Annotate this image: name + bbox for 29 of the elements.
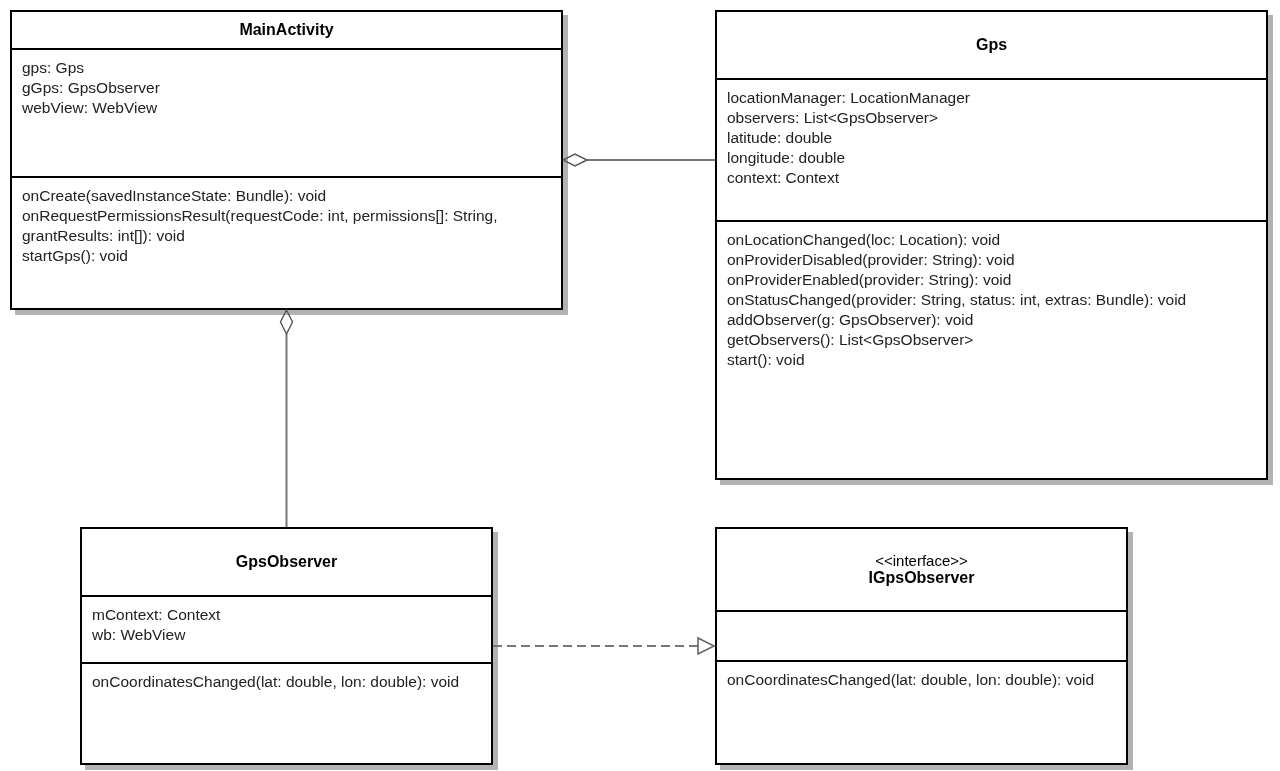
class-name: GpsObserver	[235, 553, 338, 571]
member-text: onProviderDisabled(provider: String): void	[727, 250, 1016, 270]
member-text: onCoordinatesChanged(lat: double, lon: double): void	[92, 672, 461, 692]
member-text: onLocationChanged(loc: Location): void	[727, 230, 1002, 250]
member-text: onStatusChanged(provider: String, status: int, extras: Bundle): void	[727, 290, 1188, 310]
stereotype-text: <<interface>>	[875, 552, 968, 569]
member-text: locationManager: LocationManager	[727, 88, 971, 108]
aggregation-line	[562, 153, 716, 167]
member-text: gps: Gps	[22, 58, 86, 78]
aggregation-line	[279, 309, 294, 528]
member-text: startGps(): void	[22, 246, 129, 266]
class-name: MainActivity	[239, 21, 334, 39]
class-name: Gps	[975, 36, 1008, 54]
member-text: onCoordinatesChanged(lat: double, lon: double): void	[727, 670, 1096, 690]
member-text: latitude: double	[727, 128, 834, 148]
realization-arrow	[492, 637, 715, 655]
member-text: observers: List<GpsObserver>	[727, 108, 940, 128]
member-text: gGps: GpsObserver	[22, 78, 161, 98]
member-text: addObserver(g: GpsObserver): void	[727, 310, 975, 330]
member-text: onCreate(savedInstanceState: Bundle): void	[22, 186, 328, 206]
member-text: longitude: double	[727, 148, 847, 168]
member-text: start(): void	[727, 350, 806, 370]
member-text: getObservers(): List<GpsObserver>	[727, 330, 975, 350]
member-text: onProviderEnabled(provider: String): void	[727, 270, 1013, 290]
member-text: context: Context	[727, 168, 840, 188]
member-text: webView: WebView	[22, 98, 159, 118]
member-text: wb: WebView	[92, 625, 187, 645]
member-text: mContext: Context	[92, 605, 222, 625]
class-name: IGpsObserver	[868, 569, 975, 587]
